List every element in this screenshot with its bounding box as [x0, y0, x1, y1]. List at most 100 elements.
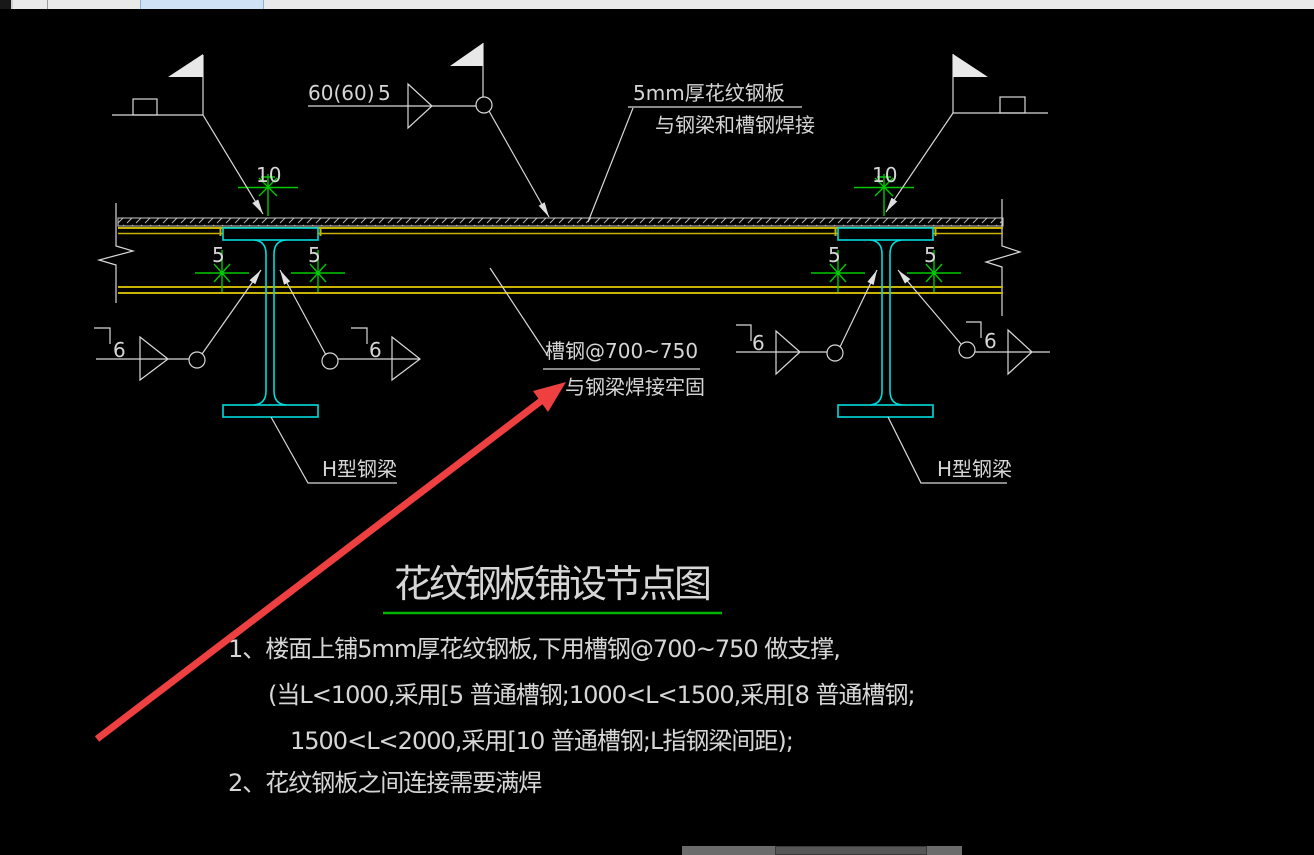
flag-icon [450, 43, 483, 66]
break-symbol-right [983, 199, 1023, 316]
weld-symbol-icon [811, 250, 865, 292]
weld-mark-10-right: 10 [854, 163, 914, 216]
leader-circle-icon [958, 341, 976, 359]
leader-arrow [897, 269, 962, 345]
horizontal-scrollbar[interactable] [682, 846, 962, 855]
weld-spec-value: 60(60) [308, 81, 375, 105]
field-weld-flag-right [885, 54, 1048, 213]
beam-label-text: H型钢梁 [937, 457, 1012, 481]
weld-size-label: 5 [828, 243, 841, 267]
beam-web-left-edge [253, 239, 267, 406]
beam-web-right-edge [273, 239, 287, 406]
weld-triangle-icon [139, 335, 169, 382]
leader-arrow [201, 269, 262, 355]
leader-line [887, 416, 1007, 484]
beam-label-left: H型钢梁 [270, 416, 397, 484]
weld-spec-size: 5 [378, 81, 391, 105]
weld-mark-5-right-a: 5 [811, 243, 865, 292]
weld-box-icon [999, 96, 1026, 114]
weld-triangle-icon [775, 329, 801, 376]
beam-bottom-flange [222, 404, 319, 418]
drawing-title: 花纹钢板铺设节点图 [394, 562, 709, 606]
note-line-2: (当L<1000,采用[5 普通槽钢;1000<L<1500,采用[8 普通槽钢… [268, 681, 915, 709]
beam-bottom-flange [837, 404, 934, 418]
weld-mark-5-left-b: 5 [291, 243, 345, 292]
weld-callout-6-right-beam-left: 6 [736, 269, 878, 376]
weld-symbol-icon [907, 250, 961, 292]
bracket-icon [94, 327, 111, 344]
topbar-divider [47, 0, 48, 9]
weld-callout-6-left-beam-right: 6 [279, 269, 421, 382]
scrollbar-thumb[interactable] [775, 846, 927, 855]
channel-end-ticks [219, 227, 937, 236]
notes-block: 1、楼面上铺5mm厚花纹钢板,下用槽钢@700~750 做支撑, (当L<100… [228, 635, 916, 797]
drawing-title-block: 花纹钢板铺设节点图 [383, 562, 722, 615]
leader-arrow [885, 112, 954, 213]
h-beam-right [837, 227, 934, 418]
weld-symbol-icon [195, 250, 249, 292]
weld-size-label: 5 [924, 243, 937, 267]
h-beam-left [222, 227, 319, 418]
weld-symbol-icon [238, 174, 298, 216]
beam-web-right-edge [889, 239, 903, 406]
beam-top-flange [837, 227, 934, 241]
leader-line [270, 416, 397, 484]
weld-callout-6-right-beam-right: 6 [897, 269, 1050, 376]
weld-triangle-icon [1007, 328, 1033, 376]
red-annotation-arrow [94, 382, 566, 742]
weld-size-label: 10 [872, 163, 897, 187]
weld-triangle-icon [391, 335, 421, 382]
bracket-icon [351, 327, 368, 344]
flag-icon [168, 54, 203, 77]
field-weld-flag-left [112, 54, 264, 215]
weld-mark-5-right-b: 5 [907, 243, 961, 292]
leader-line [587, 107, 634, 223]
weld-size-label: 10 [256, 163, 281, 187]
weld-callout-6-left-beam-left: 6 [94, 269, 262, 382]
note-line-3: 1500<L<2000,采用[10 普通槽钢;L指钢梁间距); [290, 727, 793, 755]
callout-line2: 与钢梁焊接牢固 [565, 375, 705, 399]
weld-box-icon [132, 98, 158, 116]
flag-icon [953, 54, 988, 77]
drawing-canvas: 10 10 5 5 5 5 60(60) 5 [94, 43, 1050, 797]
beam-web-left-edge [869, 239, 883, 406]
leader-line [489, 267, 549, 357]
weld-triangle-icon [407, 82, 433, 130]
note-line-1: 1、楼面上铺5mm厚花纹钢板,下用槽钢@700~750 做支撑, [228, 635, 840, 663]
bracket-icon [736, 324, 752, 341]
weld-size-label: 5 [212, 243, 225, 267]
callout-line2: 与钢梁和槽钢焊接 [655, 113, 815, 137]
weld-size-label: 6 [984, 329, 997, 353]
leader-circle-icon [188, 351, 206, 369]
window-top-strip [0, 0, 1314, 9]
plate-callout: 5mm厚花纹钢板 与钢梁和槽钢焊接 [587, 81, 815, 223]
weld-spec-callout: 60(60) 5 [308, 43, 550, 218]
callout-line1: 5mm厚花纹钢板 [633, 81, 785, 105]
checkered-plate [117, 217, 1004, 227]
leader-arrow [839, 269, 878, 348]
weld-size-label: 6 [752, 331, 765, 355]
topbar-left-square [0, 0, 13, 9]
beam-label-text: H型钢梁 [322, 457, 397, 481]
beam-top-flange [222, 227, 319, 241]
arrow-shaft [94, 398, 544, 742]
bracket-icon [966, 321, 982, 338]
topbar-active-tab[interactable] [140, 0, 264, 9]
beam-label-right: H型钢梁 [887, 416, 1012, 484]
weld-mark-5-left-a: 5 [195, 243, 249, 292]
leader-circle-icon [321, 352, 339, 370]
weld-size-label: 5 [308, 243, 321, 267]
weld-symbol-icon [854, 174, 914, 216]
break-symbol-left [96, 203, 136, 303]
leader-circle-icon [826, 344, 844, 362]
channel-callout: 槽钢@700~750 与钢梁焊接牢固 [489, 267, 705, 399]
callout-line1: 槽钢@700~750 [545, 339, 698, 363]
leader-arrow [202, 114, 264, 215]
arrow-head-icon [533, 382, 566, 412]
leader-circle-icon [475, 96, 493, 114]
weld-mark-10-left: 10 [238, 163, 298, 216]
leader-arrow [488, 110, 550, 218]
leader-arrow [279, 269, 327, 356]
note-line-4: 2、花纹钢板之间连接需要满焊 [228, 769, 542, 797]
